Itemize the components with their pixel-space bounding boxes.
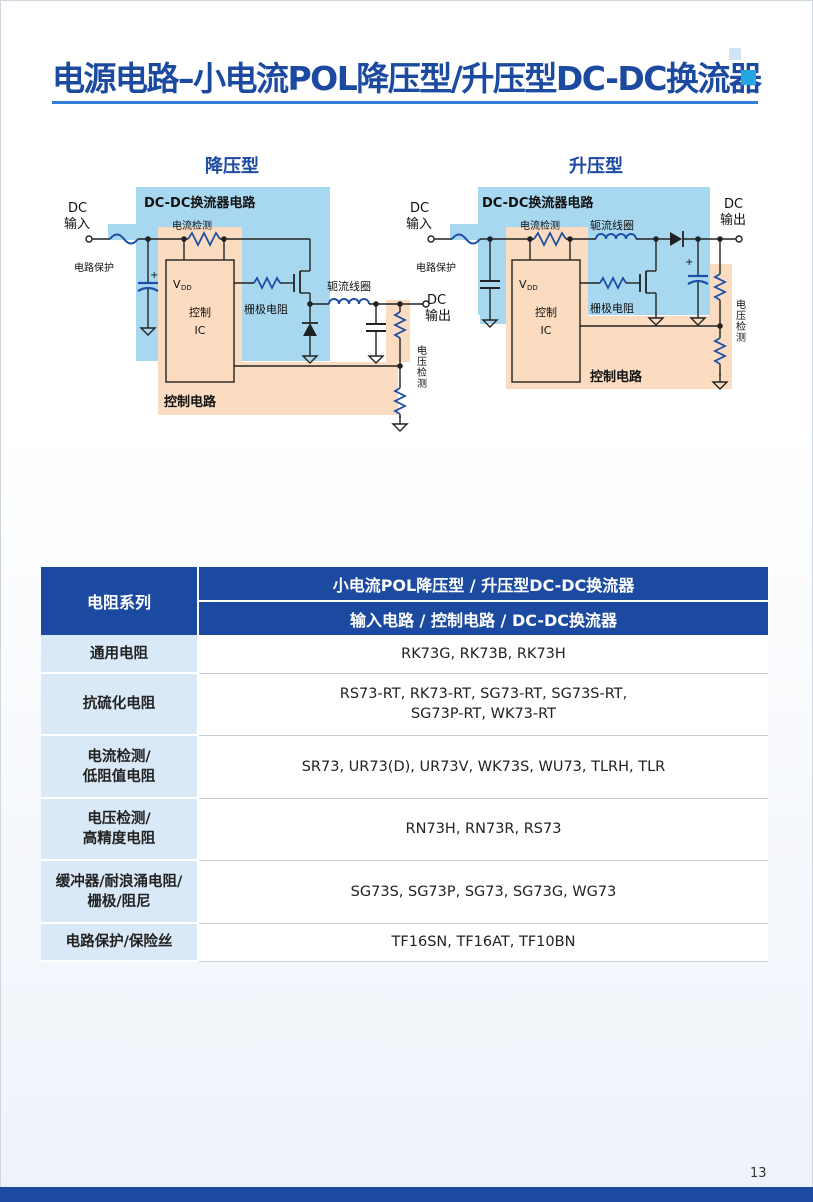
table-header-row: 电阻系列 小电流POL降压型 / 升压型DC-DC换流器 [41, 567, 768, 635]
boost-choke-label: 轭流线圈 [590, 218, 634, 232]
boost-dc-in-label: DC [410, 201, 429, 216]
table-header-row: 输入电路 / 控制电路 / DC-DC换流器 [41, 601, 768, 635]
row-series-name: 抗硫化电阻 [41, 673, 199, 736]
decor-square-light [729, 48, 741, 60]
buck-control-ic [165, 259, 235, 383]
table-row: 电路保护/保险丝 TF16SN, TF16AT, TF10BN [41, 923, 768, 962]
page-title: 电源电路–小电流POL降压型/升压型DC-DC换流器 [52, 59, 762, 98]
boost-diode-icon [670, 232, 682, 246]
boost-circuit-protection-label: 电路保护 [416, 261, 456, 274]
boost-output-terminal [735, 235, 743, 243]
row-series-name: 通用电阻 [41, 635, 199, 674]
buck-voltage-sense-resistor-icon [392, 311, 408, 339]
row-series-name: 电压检测/高精度电阻 [41, 798, 199, 861]
buck-diagram: 降压型 DC-DC换流器电路 控制电路 DC 输入 DC 输出 电路保护 电流检… [64, 155, 451, 432]
table-row: 缓冲器/耐浪涌电阻/栅极/阻尼 SG73S, SG73P, SG73, SG73… [41, 860, 768, 924]
buck-choke-coil-icon [328, 298, 370, 305]
boost-voltage-sense-resistor-icon [712, 273, 728, 301]
row-products: SR73, UR73(D), UR73V, WK73S, WU73, TLRH,… [198, 735, 768, 799]
boost-heading: 升压型 [569, 155, 623, 177]
svg-text:V: V [519, 278, 527, 291]
buck-heading: 降压型 [205, 155, 259, 177]
svg-text:电: 电 [736, 298, 746, 311]
boost-choke-coil-icon [595, 233, 637, 240]
buck-converter-label: DC-DC换流器电路 [144, 195, 256, 211]
boost-current-sense-resistor-icon [533, 230, 567, 248]
table-row: 抗硫化电阻 RS73-RT, RK73-RT, SG73-RT, SG73S-R… [41, 673, 768, 736]
svg-text:V: V [173, 278, 181, 291]
svg-text:输入: 输入 [64, 216, 90, 232]
header-application: 小电流POL降压型 / 升压型DC-DC换流器 [198, 567, 768, 602]
boost-input-terminal [427, 235, 435, 243]
boost-control-ic [511, 259, 581, 383]
buck-input-terminal [85, 235, 93, 243]
buck-dc-out-label: DC [427, 293, 446, 308]
svg-text:IC: IC [195, 324, 206, 337]
table-row: 电流检测/低阻值电阻 SR73, UR73(D), UR73V, WK73S, … [41, 735, 768, 799]
row-series-name: 电流检测/低阻值电阻 [41, 735, 199, 799]
svg-text:输出: 输出 [720, 212, 746, 228]
boost-gate-resistor-label: 栅极电阻 [590, 301, 634, 315]
row-products: RK73G, RK73B, RK73H [198, 635, 768, 674]
circuit-diagrams: 降压型 DC-DC换流器电路 控制电路 DC 输入 DC 输出 电路保护 电流检… [60, 150, 760, 440]
row-series-name: 电路保护/保险丝 [41, 923, 199, 962]
buck-current-sense-label: 电流检测 [172, 219, 212, 232]
buck-fuse-icon [109, 233, 139, 245]
boost-converter-label: DC-DC换流器电路 [482, 195, 594, 211]
table-row: 通用电阻 RK73G, RK73B, RK73H [41, 635, 768, 674]
buck-gate-resistor-icon [253, 275, 281, 291]
buck-output-terminal [422, 300, 430, 308]
svg-text:压: 压 [736, 310, 746, 322]
footer-bar [0, 1187, 813, 1202]
page-number: 13 [750, 1166, 767, 1181]
boost-current-sense-label: 电流检测 [520, 219, 560, 232]
header-circuits: 输入电路 / 控制电路 / DC-DC换流器 [198, 601, 768, 635]
decor-square-blue [741, 70, 756, 85]
svg-text:电: 电 [417, 344, 427, 357]
svg-text:测: 测 [417, 377, 427, 390]
buck-diode-icon [303, 323, 317, 336]
row-products: SG73S, SG73P, SG73, SG73G, WG73 [198, 860, 768, 924]
svg-text:检: 检 [736, 320, 746, 333]
svg-text:压: 压 [417, 356, 427, 368]
row-products: RS73-RT, RK73-RT, SG73-RT, SG73S-RT,SG73… [198, 673, 768, 736]
row-products: TF16SN, TF16AT, TF10BN [198, 923, 768, 962]
svg-text:+: + [150, 270, 158, 281]
buck-control-label: 控制电路 [164, 394, 217, 410]
svg-text:DD: DD [181, 284, 192, 292]
buck-current-sense-resistor-icon [187, 230, 221, 248]
header-series: 电阻系列 [41, 567, 199, 635]
boost-dc-out-label: DC [724, 197, 743, 212]
buck-circuit-protection-label: 电路保护 [74, 261, 114, 274]
boost-fuse-icon [451, 233, 481, 245]
buck-dc-in-label: DC [68, 201, 87, 216]
resistor-series-table: 电阻系列 小电流POL降压型 / 升压型DC-DC换流器 输入电路 / 控制电路… [41, 567, 768, 962]
buck-input-capacitor-icon [137, 286, 159, 292]
boost-gate-resistor-icon [599, 275, 627, 291]
svg-text:+: + [685, 257, 693, 268]
svg-text:控制: 控制 [535, 305, 557, 319]
svg-text:IC: IC [541, 324, 552, 337]
svg-text:控制: 控制 [189, 305, 211, 319]
svg-text:测: 测 [736, 331, 746, 344]
svg-text:DD: DD [527, 284, 538, 292]
row-products: RN73H, RN73R, RS73 [198, 798, 768, 861]
svg-text:输出: 输出 [425, 308, 451, 324]
row-series-name: 缓冲器/耐浪涌电阻/栅极/阻尼 [41, 860, 199, 924]
buck-gate-resistor-label: 栅极电阻 [244, 302, 288, 316]
title-underline [52, 101, 758, 104]
table-row: 电压检测/高精度电阻 RN73H, RN73R, RS73 [41, 798, 768, 861]
svg-text:检: 检 [417, 366, 427, 379]
svg-text:输入: 输入 [406, 216, 432, 232]
boost-output-capacitor-icon [687, 279, 709, 285]
boost-diagram: 升压型 DC-DC换流器电路 控制电路 DC 输入 DC 输出 电路保护 电流检… [406, 155, 746, 390]
boost-control-label: 控制电路 [590, 369, 643, 385]
buck-choke-label: 轭流线圈 [327, 279, 371, 293]
